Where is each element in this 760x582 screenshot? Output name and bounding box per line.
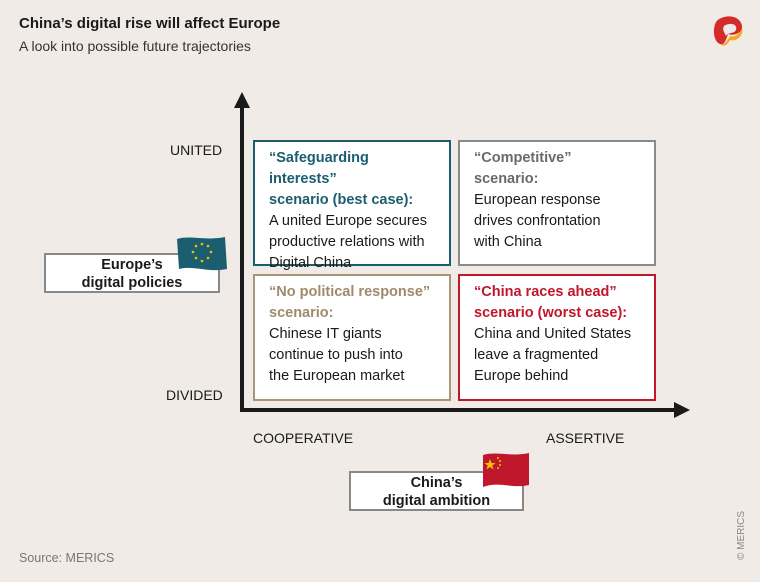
scenario-body: drives confrontation <box>474 213 601 229</box>
scenario-body: the European market <box>269 368 405 384</box>
scenario-body: China and United States <box>474 326 632 342</box>
eu-flag-icon <box>177 237 227 271</box>
scenario-heading: scenario (best case): <box>269 192 414 208</box>
scenario-safeguarding-interests: “Safeguarding interests” scenario (best … <box>253 140 451 271</box>
scenario-body: European response <box>474 192 601 208</box>
label-line: digital ambition <box>382 493 491 509</box>
source-note: Source: MERICS <box>19 551 115 565</box>
label-line: China’s <box>410 475 463 491</box>
merics-logo-icon <box>713 16 743 46</box>
scenario-heading: scenario: <box>474 171 539 187</box>
y-axis-arrow-icon <box>234 92 250 108</box>
scenario-body: A united Europe secures <box>269 213 427 229</box>
scenario-body: Chinese IT giants <box>269 326 382 342</box>
scenario-body: Digital China <box>269 255 352 271</box>
page-title: China’s digital rise will affect Europe <box>19 15 281 32</box>
scenario-body: Europe behind <box>474 368 569 384</box>
scenario-heading: “Competitive” <box>474 150 572 166</box>
scenario-body: continue to push into <box>269 347 403 363</box>
scenario-heading: scenario (worst case): <box>474 305 628 321</box>
x-right-label: ASSERTIVE <box>546 430 625 446</box>
scenario-competitive: “Competitive” scenario: European respons… <box>458 140 656 266</box>
page-subtitle: A look into possible future trajectories <box>19 38 251 54</box>
scenario-heading: “China races ahead” <box>474 284 617 300</box>
label-line: Europe’s <box>101 257 163 273</box>
scenario-china-races-ahead: “China races ahead” scenario (worst case… <box>458 274 656 401</box>
x-axis-arrow-icon <box>674 402 690 418</box>
scenario-body: productive relations with <box>269 234 425 250</box>
x-left-label: COOPERATIVE <box>253 430 354 446</box>
scenario-body: leave a fragmented <box>474 347 599 363</box>
scenario-heading: “No political response” <box>269 284 431 300</box>
copyright: © MERICS <box>736 510 747 560</box>
scenario-heading: “Safeguarding interests” <box>269 150 369 187</box>
y-bottom-label: DIVIDED <box>166 387 223 403</box>
scenario-body: with China <box>474 234 542 250</box>
scenario-no-political-response: “No political response” scenario: Chines… <box>253 274 451 401</box>
label-line: digital policies <box>81 275 183 291</box>
scenario-heading: scenario: <box>269 305 334 321</box>
y-top-label: UNITED <box>170 142 223 158</box>
china-flag-icon <box>483 453 529 487</box>
